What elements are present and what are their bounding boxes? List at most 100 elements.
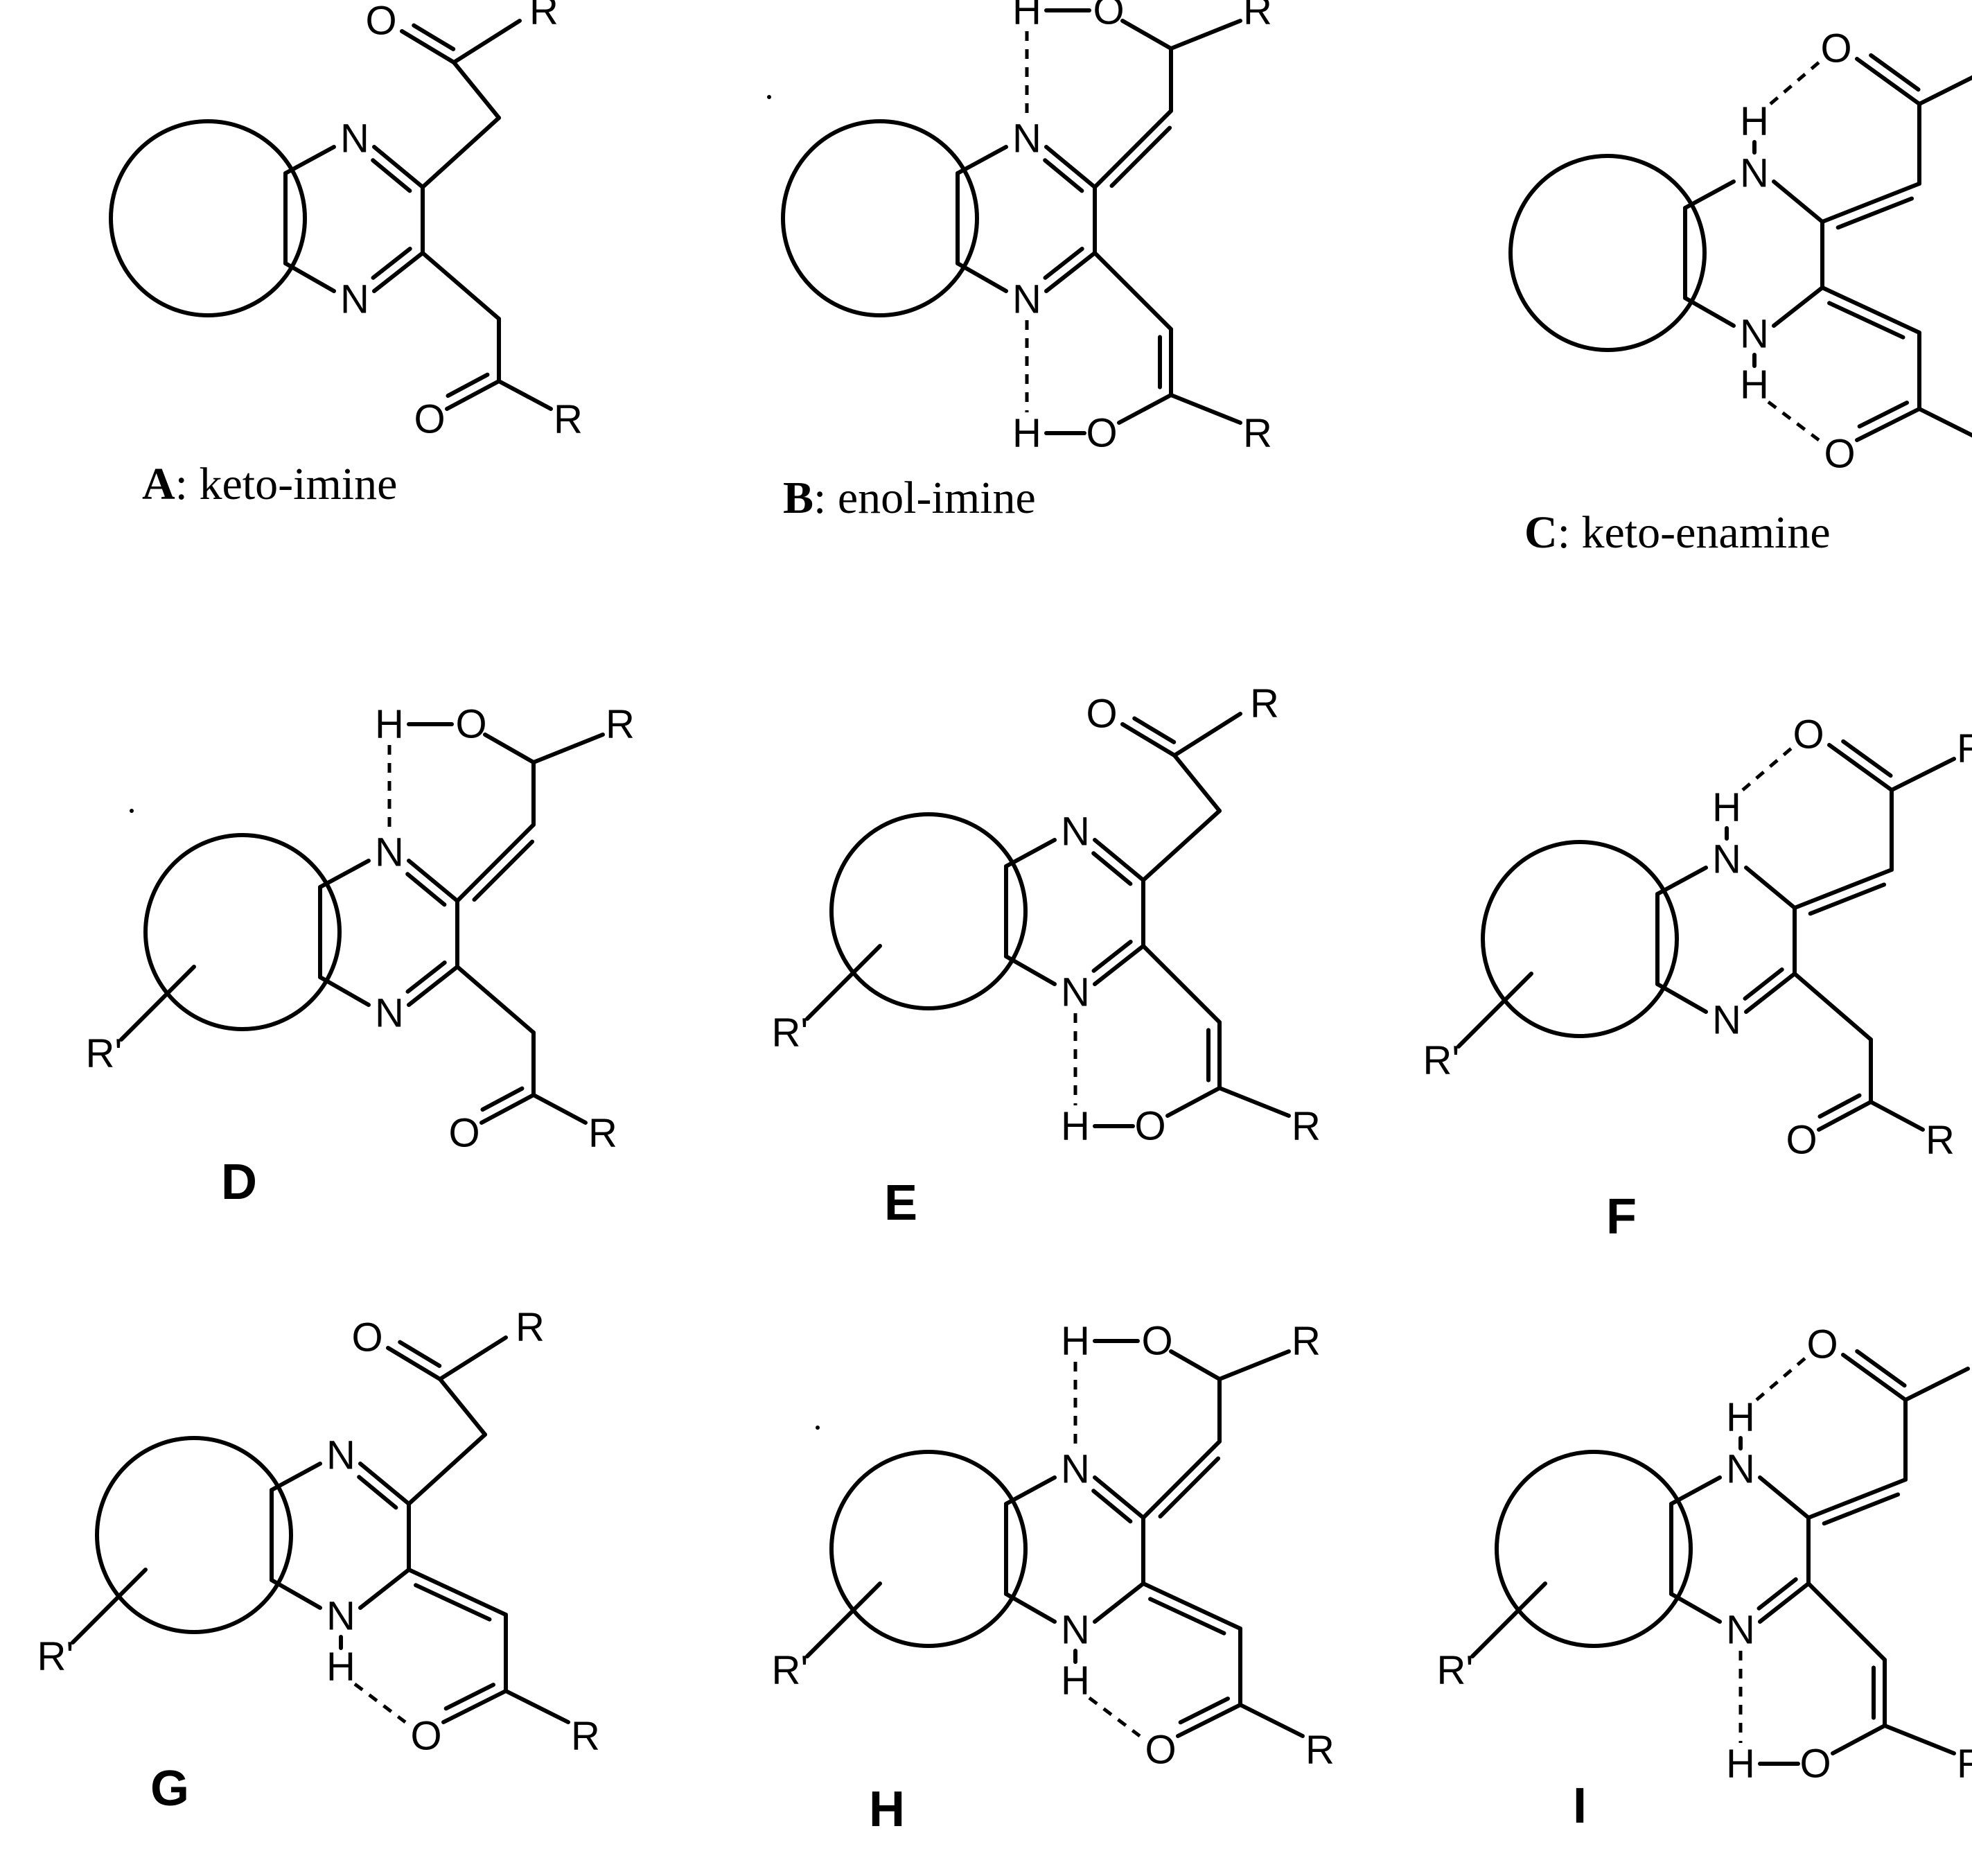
double-bond-inner-line	[414, 1583, 492, 1622]
r-group: R	[606, 702, 635, 747]
oxygen: O	[365, 0, 396, 44]
carbonyl-double-bond	[1176, 1703, 1242, 1738]
double-bond-inner-line	[1869, 53, 1921, 92]
single-bond	[1655, 982, 1708, 1014]
hydroxyl-oxygen: O	[1799, 1742, 1831, 1787]
nitrogen-1: N	[375, 830, 404, 875]
r-prime-group: R'	[37, 1634, 74, 1679]
carbonyl-double-bond	[441, 1689, 508, 1724]
oxygen: O	[1806, 1322, 1838, 1367]
single-bond	[1093, 251, 1173, 331]
single-bond	[956, 145, 1008, 175]
single-bond	[1169, 19, 1242, 51]
fused-ring	[829, 1450, 1028, 1648]
single-bond	[283, 145, 336, 175]
double-bond-inner-line	[1857, 401, 1910, 429]
single-bond	[1093, 1581, 1145, 1624]
single-bond	[1917, 75, 1972, 106]
imine-double-bond	[407, 859, 459, 903]
double-bond-inner-line	[1757, 1577, 1798, 1611]
imine-double-bond	[1744, 972, 1797, 1014]
r-prime-group: R'	[86, 1031, 123, 1076]
r-group: R	[1292, 1319, 1321, 1364]
amine-hydrogen: H	[1061, 1658, 1090, 1703]
oxygen: O	[1786, 1118, 1817, 1163]
caption-a: A: keto-imine	[142, 459, 397, 509]
single-bond	[1772, 286, 1824, 328]
single-bond	[1217, 1349, 1291, 1381]
r-prime-bond	[119, 965, 196, 1042]
structure-i: NNHORORHR'	[1437, 1322, 1972, 1787]
double-bond-inner-line	[1043, 247, 1084, 280]
r-prime-bond	[805, 944, 882, 1021]
r-prime-bond	[1470, 1581, 1547, 1658]
fused-ring	[781, 119, 979, 317]
double-bond-inner-line	[357, 1475, 398, 1510]
imine-double-bond	[1093, 1475, 1145, 1520]
double-bond-inner-line	[480, 1086, 525, 1112]
carbonyl-double-bond	[400, 29, 456, 64]
alkene-double-bond	[455, 823, 536, 903]
carbonyl-double-bond	[1841, 1353, 1908, 1402]
single-bond	[318, 859, 371, 889]
single-bond	[504, 1689, 570, 1724]
hydroxyl-hydrogen: H	[1012, 411, 1041, 456]
imine-double-bond	[1044, 145, 1097, 189]
single-bond	[1141, 944, 1222, 1024]
hydroxyl-oxygen: O	[1134, 1104, 1165, 1149]
caption-e: E	[884, 1175, 917, 1231]
caption-separator: :	[175, 459, 200, 509]
fused-ring	[1508, 154, 1707, 352]
double-bond-inner-line	[1808, 882, 1887, 916]
caption-c: C: keto-enamine	[1524, 507, 1831, 558]
imine-double-bond	[1758, 1581, 1811, 1624]
double-bond-inner-line	[1132, 716, 1177, 744]
double-bond-inner-line	[1148, 1597, 1226, 1636]
nitrogen-2: N	[1012, 277, 1041, 322]
double-bond-inner-line	[405, 872, 447, 907]
oxygen: O	[1820, 26, 1851, 71]
fused-ring	[109, 119, 307, 317]
caption-name: keto-imine	[200, 459, 398, 509]
enamine-double-bond	[1820, 286, 1921, 335]
hydroxyl-hydrogen: H	[375, 702, 404, 747]
single-bond	[1117, 393, 1173, 425]
caption-separator: :	[813, 473, 838, 523]
r-prime-group: R'	[1423, 1038, 1460, 1083]
single-bond	[956, 261, 1008, 293]
r-group: R	[1243, 411, 1272, 456]
amine-hydrogen: H	[1712, 785, 1741, 830]
hydroxyl-oxygen: O	[1141, 1319, 1172, 1364]
r-group: R	[1926, 1118, 1955, 1163]
single-bond	[358, 1568, 411, 1610]
single-bond	[1831, 1724, 1887, 1755]
nitrogen-2: N	[1061, 970, 1090, 1015]
hydrogen-bond	[353, 1683, 407, 1724]
amine-hydrogen: H	[1726, 1395, 1755, 1440]
hydroxyl-oxygen: O	[1093, 0, 1124, 33]
r-prime-bond	[1456, 972, 1533, 1049]
carbonyl-double-bond	[1855, 57, 1921, 106]
single-bond	[483, 733, 536, 764]
oxygen: O	[448, 1111, 479, 1156]
enamine-double-bond	[1141, 1581, 1242, 1631]
nitrogen-1: N	[1012, 116, 1041, 161]
single-bond	[1669, 1475, 1722, 1506]
double-bond-inner-line	[1855, 1349, 1907, 1388]
enamine-double-bond	[1806, 1478, 1908, 1520]
double-bond-inner-line	[1743, 967, 1784, 1001]
imine-double-bond	[372, 145, 425, 189]
caption-name: enol-imine	[838, 473, 1036, 523]
r-group: R	[588, 1111, 617, 1156]
oxygen: O	[1824, 432, 1855, 477]
double-bond-inner-line	[1091, 940, 1133, 973]
double-bond-inner-line	[405, 961, 447, 994]
double-bond-inner-line	[1109, 125, 1172, 189]
carbonyl-double-bond	[1827, 743, 1894, 792]
nitrogen-1: N	[340, 116, 369, 161]
oxygen: O	[1145, 1728, 1176, 1773]
fused-ring	[1495, 1450, 1693, 1648]
